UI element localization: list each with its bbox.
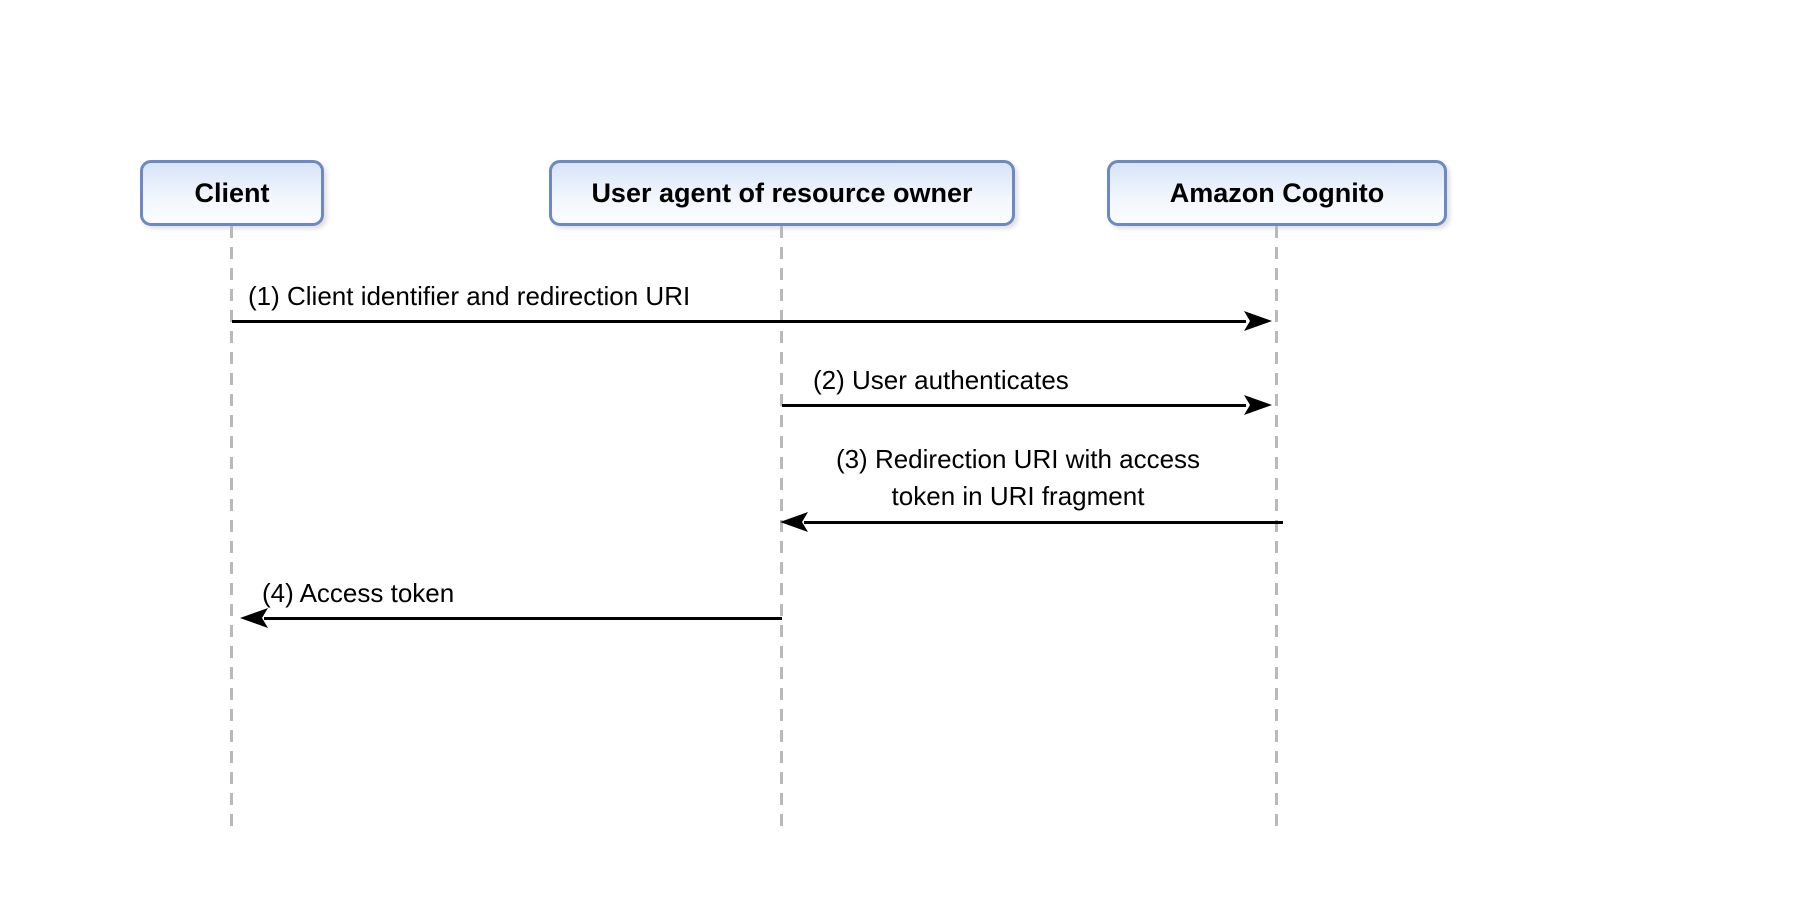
message-3-line — [804, 521, 1283, 524]
lifeline-user-agent — [780, 226, 783, 830]
message-4-label: (4) Access token — [262, 578, 455, 608]
message-2-line — [782, 404, 1246, 407]
message-3-label: (3) Redirection URI with access token in… — [768, 441, 1268, 515]
message-4-arrowhead-left-icon — [240, 608, 268, 628]
actor-label-user-agent: User agent of resource owner — [591, 177, 973, 208]
message-1-arrowhead-right-icon — [1244, 311, 1272, 331]
message-4-line — [264, 617, 782, 620]
message-2-arrowhead-right-icon — [1244, 395, 1272, 415]
message-3-label-line-1: (3) Redirection URI with access — [835, 444, 1201, 474]
message-3-arrowhead-left-icon — [780, 512, 808, 532]
actor-box-amazon-cognito: Amazon Cognito — [1107, 160, 1447, 226]
message-1-line — [232, 320, 1246, 323]
lifeline-amazon-cognito — [1275, 226, 1278, 830]
actor-box-client: Client — [140, 160, 324, 226]
message-3-label-line-2: token in URI fragment — [891, 481, 1145, 511]
message-1-label: (1) Client identifier and redirection UR… — [248, 281, 691, 311]
message-2-label: (2) User authenticates — [813, 365, 1069, 395]
lifeline-client — [230, 226, 233, 830]
actor-box-user-agent: User agent of resource owner — [549, 160, 1015, 226]
actor-label-client: Client — [194, 177, 270, 208]
actor-label-amazon-cognito: Amazon Cognito — [1169, 177, 1385, 208]
